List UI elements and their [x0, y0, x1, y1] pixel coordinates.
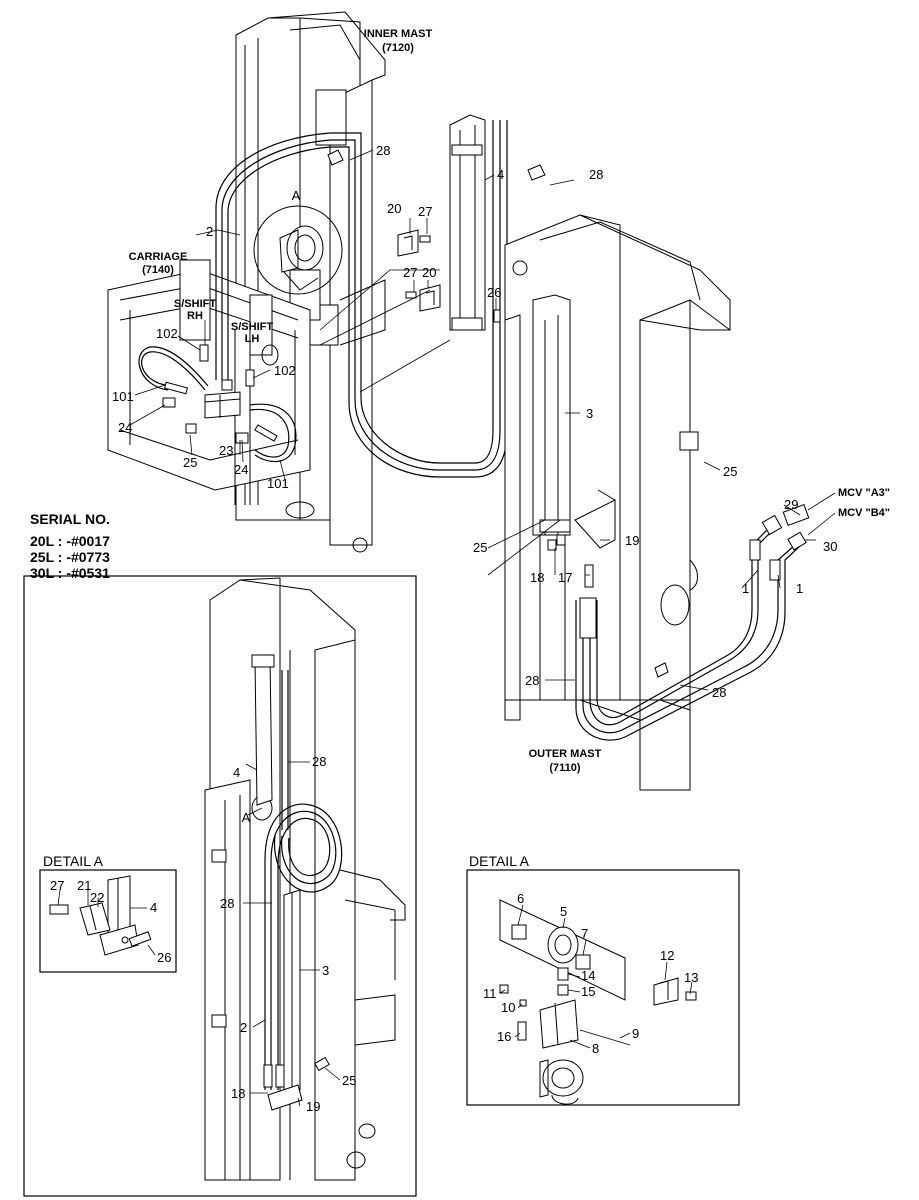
part-number: 4 — [497, 167, 504, 182]
part-number: 13 — [684, 970, 698, 985]
part-number: 3 — [322, 963, 329, 978]
part-number: 4 — [233, 765, 240, 780]
part-number: 23 — [219, 443, 233, 458]
part-number: 28 — [376, 143, 390, 158]
outer-mast-code: (7110) — [549, 762, 581, 774]
part-number: 28 — [525, 673, 539, 688]
part-number: 29 — [784, 497, 798, 512]
part-number: 19 — [625, 533, 639, 548]
sshift-lh-label: S/SHIFT — [231, 321, 273, 333]
leader-lines — [129, 149, 836, 691]
part-number: 101 — [112, 389, 134, 404]
serial-20l: 20L : -#0017 — [30, 533, 110, 549]
hose-part-1 — [575, 504, 810, 741]
mcv-a3-label: MCV "A3" — [838, 487, 890, 499]
part-number: 12 — [660, 948, 674, 963]
part-number: 27 — [418, 204, 432, 219]
part-number: 21 — [77, 878, 91, 893]
part-number: 25 — [342, 1073, 356, 1088]
detail-a-marker: A — [292, 188, 301, 203]
lift-cylinder-part-3 — [449, 114, 571, 536]
detail-a-right-box — [466, 869, 740, 1106]
part-number: 14 — [581, 968, 595, 983]
part-number: 24 — [118, 420, 132, 435]
detail-a-circle — [253, 205, 343, 295]
detail-a-left-title: DETAIL A — [43, 853, 104, 869]
part-number: 1 — [796, 581, 803, 596]
part-number: 26 — [157, 950, 171, 965]
part-number: 20 — [422, 265, 436, 280]
hose-part-2 — [215, 120, 508, 478]
part-number: 27 — [50, 878, 64, 893]
carriage-hoses — [138, 344, 297, 463]
sshift-rh-label: S/SHIFT — [174, 298, 216, 310]
part-number: 30 — [823, 539, 837, 554]
part-number: 28 — [220, 896, 234, 911]
serial-30l: 30L : -#0531 — [30, 565, 110, 581]
part-number: 10 — [501, 1000, 515, 1015]
part-number: 26 — [487, 285, 501, 300]
part-number: 102 — [274, 363, 296, 378]
part-number: 28 — [712, 685, 726, 700]
part-number: 9 — [632, 1026, 639, 1041]
carriage-drawing — [107, 259, 315, 519]
outer-mast-label: OUTER MAST — [529, 748, 602, 760]
part-number: 24 — [234, 462, 248, 477]
bracket-part-19 — [547, 489, 616, 588]
part-number: 27 — [403, 265, 417, 280]
part-number: 16 — [497, 1029, 511, 1044]
detail-a-marker-inset: A — [242, 810, 251, 825]
serial-title: SERIAL NO. — [30, 511, 110, 527]
serial-inset-box — [23, 575, 417, 1197]
sshift-rh-sub: RH — [187, 310, 203, 322]
serial-25l: 25L : -#0773 — [30, 549, 110, 565]
part-number: 3 — [586, 406, 593, 421]
part-number: 5 — [560, 904, 567, 919]
detail-a-left-box — [39, 869, 177, 973]
part-number: 28 — [589, 167, 603, 182]
part-number: 18 — [530, 570, 544, 585]
clamp-brackets-20 — [327, 149, 669, 678]
sshift-lh-sub: LH — [245, 333, 260, 345]
mcv-b4-label: MCV "B4" — [838, 507, 890, 519]
part-number: 2 — [206, 224, 213, 239]
part-number: 102 — [156, 326, 178, 341]
part-number: 101 — [267, 476, 289, 491]
carriage-label: CARRIAGE — [129, 251, 188, 263]
part-number: 19 — [306, 1099, 320, 1114]
part-number: 15 — [581, 984, 595, 999]
part-number: 25 — [723, 464, 737, 479]
detail-a-right-title: DETAIL A — [469, 853, 530, 869]
part-number: 7 — [581, 926, 588, 941]
inner-mast-label: INNER MAST — [364, 28, 433, 40]
part-number: 4 — [150, 900, 157, 915]
part-number: 20 — [387, 201, 401, 216]
part-number: 17 — [558, 570, 572, 585]
part-number: 28 — [312, 754, 326, 769]
inner-mast-code: (7120) — [382, 42, 414, 54]
part-number: 2 — [240, 1020, 247, 1035]
part-number: 1 — [742, 581, 749, 596]
part-number: 8 — [592, 1041, 599, 1056]
part-number: 25 — [183, 455, 197, 470]
part-number: 6 — [517, 891, 524, 906]
part-number: 25 — [473, 540, 487, 555]
carriage-code: (7140) — [142, 264, 174, 276]
part-number: 22 — [90, 890, 104, 905]
part-number: 11 — [483, 986, 497, 1001]
part-number: 18 — [231, 1086, 245, 1101]
